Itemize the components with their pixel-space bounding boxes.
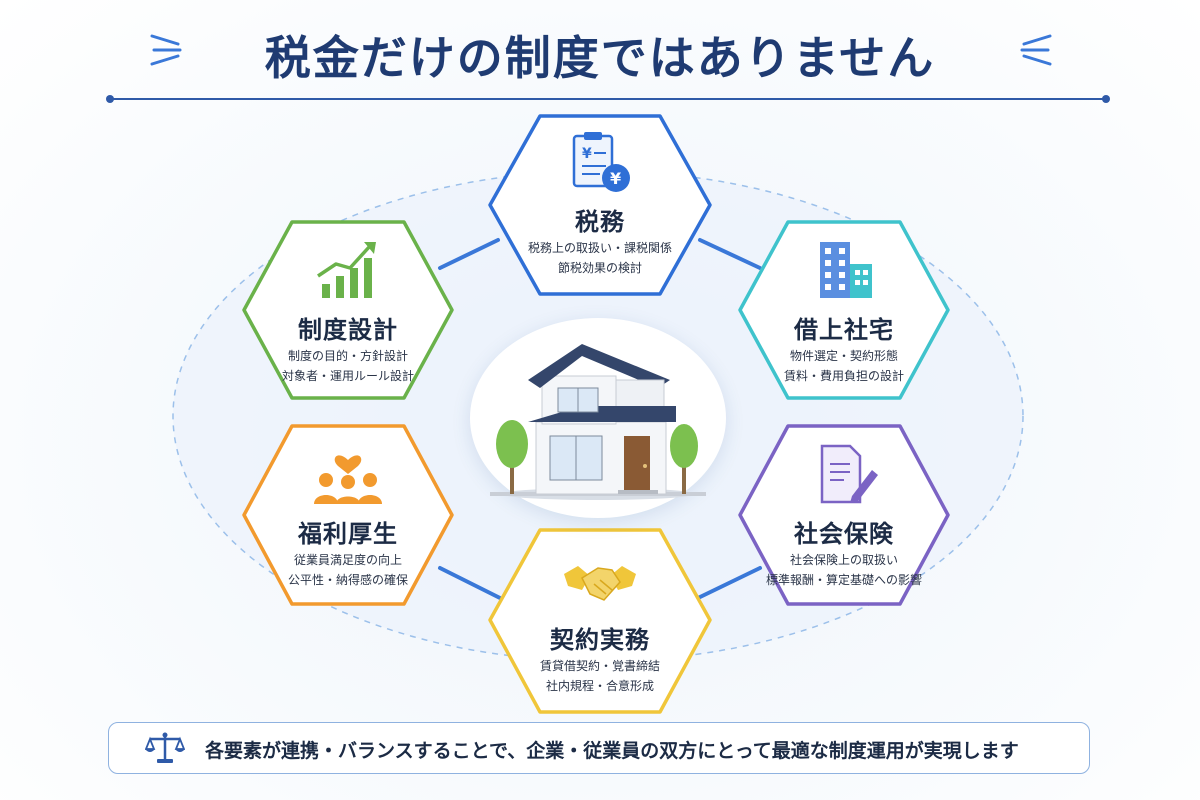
node-design-desc-line2: 対象者・運用ルール設計 [281,369,414,383]
svg-text:¥: ¥ [610,169,621,188]
node-tax-desc-line2: 節税効果の検討 [557,261,642,275]
node-tax-desc-line1: 税務上の取扱い・課税関係 [527,241,672,255]
svg-text:¥: ¥ [582,146,592,162]
node-contract: 契約実務 賃貸借契約・覚書締結 社内規程・合意形成 [480,528,720,723]
document-pen-icon [820,444,878,504]
scales-icon [145,732,185,763]
footer-summary-bar: 各要素が連携・バランスすることで、企業・従業員の双方にとって最適な制度運用が実現… [108,722,1090,774]
node-design-desc: 制度の目的・方針設計 対象者・運用ルール設計 [228,346,468,386]
node-housing-desc: 物件選定・契約形態 賃料・費用負担の設計 [724,346,964,386]
connector-tax-housing [698,238,762,270]
connector-social-contract [696,566,762,600]
node-design-title: 制度設計 [298,316,398,344]
node-tax: ¥ ¥ 税務 税務上の取扱い・課税関係 節税効果の検討 [480,110,720,305]
node-contract-title: 契約実務 [550,626,650,654]
node-social-desc: 社会保険上の取扱い 標準報酬・算定基礎への影響 [724,550,964,590]
hex-social [738,424,950,606]
hex-design [242,220,454,400]
center-house-circle [470,318,726,518]
growth-chart-icon [317,242,376,298]
node-welfare-desc-line1: 従業員満足度の向上 [293,553,402,567]
house-icon [490,344,706,500]
node-design: 制度設計 制度の目的・方針設計 対象者・運用ルール設計 [228,218,468,413]
node-housing: 借上社宅 物件選定・契約形態 賃料・費用負担の設計 [724,218,964,413]
node-welfare: 福利厚生 従業員満足度の向上 公平性・納得感の確保 [228,422,468,617]
node-welfare-desc-line2: 公平性・納得感の確保 [287,573,408,587]
title-deco-left-icon [150,34,182,66]
building-icon [820,242,872,298]
node-welfare-desc: 従業員満足度の向上 公平性・納得感の確保 [228,550,468,590]
title-deco-right-icon [1020,34,1052,66]
node-social-desc-line2: 標準報酬・算定基礎への影響 [765,573,922,587]
node-contract-desc: 賃貸借契約・覚書締結 社内規程・合意形成 [480,656,720,696]
node-housing-title: 借上社宅 [794,316,894,344]
page-title: 税金だけの制度ではありません [264,31,936,85]
hex-welfare [242,424,454,606]
handshake-icon [564,566,636,601]
node-housing-desc-line2: 賃料・費用負担の設計 [783,369,904,383]
node-contract-desc-line2: 社内規程・合意形成 [545,679,654,693]
node-design-desc-line1: 制度の目的・方針設計 [287,349,408,363]
node-welfare-title: 福利厚生 [298,520,398,548]
connector-lines [438,238,762,600]
connector-welfare-contract [438,566,502,600]
node-contract-desc-line1: 賃貸借契約・覚書締結 [539,659,660,673]
tax-document-yen-icon: ¥ ¥ [572,132,630,192]
hex-contract [488,528,712,714]
hex-housing [738,220,950,400]
people-heart-icon [314,455,382,504]
hex-tax [488,114,712,296]
node-tax-title: 税務 [575,208,625,236]
node-housing-desc-line1: 物件選定・契約形態 [789,349,898,363]
node-tax-desc: 税務上の取扱い・課税関係 節税効果の検討 [480,238,720,278]
title-divider [106,95,1110,103]
node-social-desc-line1: 社会保険上の取扱い [789,553,898,567]
connector-tax-design [438,238,500,270]
node-social-title: 社会保険 [794,520,894,548]
node-social: 社会保険 社会保険上の取扱い 標準報酬・算定基礎への影響 [724,422,964,617]
footer-text: 各要素が連携・バランスすることで、企業・従業員の双方にとって最適な制度運用が実現… [205,740,1019,762]
